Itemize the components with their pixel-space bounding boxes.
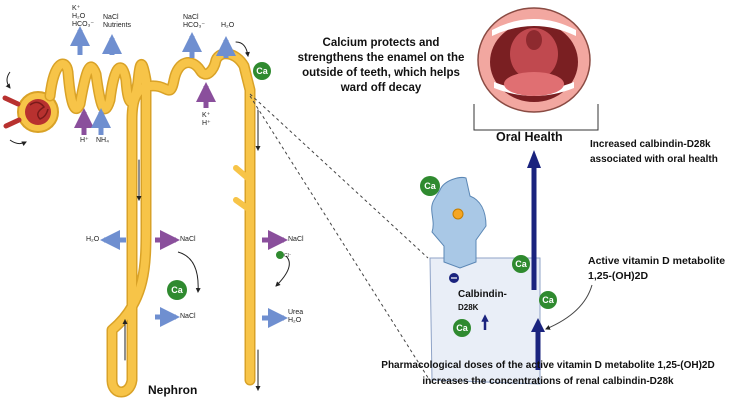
caption-active-vitamin-d: Active vitamin D metabolite 1,25-(OH)2D: [588, 255, 726, 282]
chloride-dot: [276, 251, 284, 259]
caption-pharmacological: Pharmacological doses of the active vita…: [381, 360, 715, 387]
tubule: [44, 41, 261, 398]
calbindin-label: Calbindin-: [458, 289, 507, 300]
label-k-h2o-hco3: K⁺ H₂O HCO₃⁻: [72, 5, 95, 28]
mouth-illustration: [477, 7, 591, 113]
label-nacl-loop-upper: NaCl: [180, 236, 196, 243]
svg-text:Ca: Ca: [171, 285, 183, 295]
cell-receptor: [431, 177, 487, 269]
label-nh4: NH₄: [96, 137, 109, 144]
label-nacl-loop-lower: NaCl: [180, 313, 196, 320]
svg-text:Ca: Ca: [256, 66, 268, 76]
calcium-circle: Ca: [253, 62, 271, 80]
label-h2o-top: H₂O: [221, 22, 235, 29]
receptor-ligand: [452, 208, 464, 220]
label-h2o-loop: H₂O: [86, 236, 100, 243]
label-k-h-mid: K⁺ H⁺: [202, 112, 211, 127]
label-nacl-hco3: NaCl HCO₃⁻: [183, 14, 206, 29]
svg-text:Ca: Ca: [456, 323, 468, 333]
transport-arrows: [70, 26, 288, 328]
svg-text:Ca: Ca: [424, 181, 436, 191]
glomerulus: [2, 71, 59, 147]
curve-arrow-nacl: [177, 251, 201, 293]
label-h-plus: H⁺: [80, 137, 89, 144]
curve-arrow-cl: [275, 255, 290, 287]
nephron: [2, 26, 290, 398]
label-nacl-nutrients: NaCl Nutrients: [103, 14, 132, 29]
calbindin-subscript: D28K: [458, 303, 479, 312]
svg-text:Ca: Ca: [542, 295, 554, 305]
calcium-circle: Ca: [167, 280, 187, 300]
label-urea-h2o: Urea H₂O: [288, 309, 304, 324]
oral-health-bracket: [473, 104, 599, 131]
caption-increased-calbindin: Increased calbindin-D28k associated with…: [590, 139, 718, 165]
kidney-cell-panel: Ca Ca: [420, 176, 541, 385]
zoom-lines: [249, 93, 433, 385]
calcium-circle: Ca: [512, 255, 530, 273]
caption-oral-health: Oral Health: [496, 130, 563, 144]
oral-health-arrows: [527, 150, 593, 370]
label-cl: Cl⁻: [284, 253, 292, 259]
svg-text:Ca: Ca: [515, 259, 527, 269]
caption-calcium-protects: Calcium protects and strengthens the ena…: [297, 37, 465, 94]
caption-nephron: Nephron: [148, 383, 198, 397]
label-nacl-collecting: NaCl: [288, 236, 304, 243]
calcium-circle: Ca: [539, 291, 557, 309]
